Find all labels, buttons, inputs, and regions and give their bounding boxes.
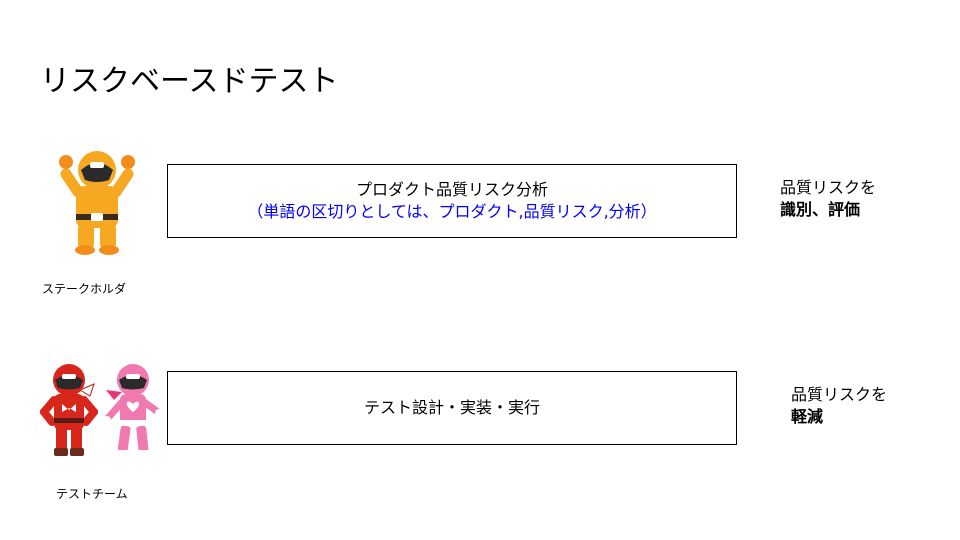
- process-box-label: テスト設計・実装・実行: [363, 398, 540, 417]
- side-note-mitigate: 品質リスクを 軽減: [791, 384, 887, 428]
- role-label-stakeholder: ステークホルダ: [42, 282, 127, 296]
- side-note-line: 品質リスクを: [791, 385, 888, 404]
- role-label-test-team: テストチーム: [56, 487, 128, 501]
- side-note-identify: 品質リスクを 識別、評価: [780, 177, 876, 221]
- process-box-risk-analysis: プロダクト品質リスク分析 （単語の区切りとしては、プロダクト,品質リスク,分析）: [167, 164, 737, 238]
- side-note-emphasis: 識別、評価: [780, 200, 861, 219]
- process-box-label: プロダクト品質リスク分析: [355, 180, 548, 199]
- slide-title: リスクベースドテスト: [40, 64, 339, 99]
- side-note-emphasis: 軽減: [791, 407, 824, 426]
- red-ranger-icon: [40, 364, 98, 456]
- yellow-ranger-icon: [59, 151, 135, 255]
- pink-ranger-icon: [103, 364, 163, 457]
- process-box-test-execution: テスト設計・実装・実行: [167, 371, 737, 445]
- side-note-line: 品質リスクを: [780, 178, 877, 197]
- process-box-note: （単語の区切りとしては、プロダクト,品質リスク,分析）: [247, 202, 657, 221]
